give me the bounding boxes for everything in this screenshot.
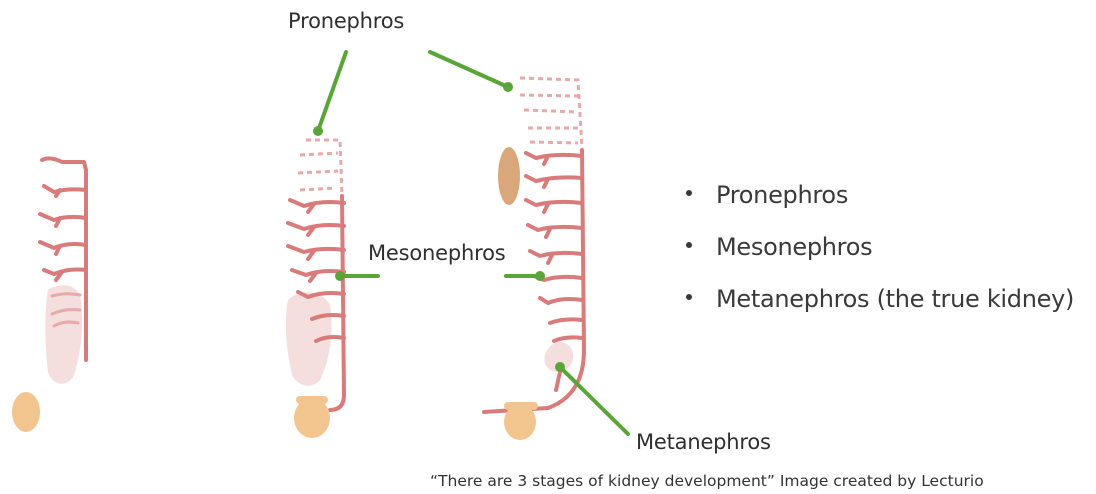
pronephros-pointer-left — [318, 52, 346, 131]
pointer-dots — [313, 82, 565, 372]
metanephros-label: Metanephros — [636, 430, 771, 454]
stage-3-dashed-pronephros-remnant — [520, 78, 582, 148]
metanephros-dot — [555, 362, 565, 372]
pronephros-pointer-right — [430, 52, 508, 87]
legend-item-label: Mesonephros — [716, 233, 872, 261]
stage-2-nephric-duct — [330, 196, 344, 410]
stage-3-gonad — [498, 147, 520, 205]
metanephros-pointer — [560, 367, 628, 434]
pronephros-dot-stage-3 — [503, 82, 513, 92]
image-caption: “There are 3 stages of kidney developmen… — [430, 472, 984, 490]
legend-item-metanephros: Metanephros (the true kidney) — [686, 282, 1074, 334]
legend-item-pronephros: Pronephros — [686, 178, 1074, 230]
stage-3-tubules — [526, 153, 582, 341]
stage-3-ureteric-bud — [556, 372, 560, 390]
bullet-icon — [686, 294, 692, 300]
legend-list: Pronephros Mesonephros Metanephros (the … — [686, 178, 1074, 334]
stage-1-tissue-blob — [45, 285, 82, 384]
mesonephros-label: Mesonephros — [368, 241, 505, 265]
stage-3-nephric-duct — [484, 150, 584, 412]
stage-2-illustration — [286, 140, 344, 438]
bullet-icon — [686, 242, 692, 248]
stage-1-illustration — [12, 158, 86, 432]
legend-item-label: Pronephros — [716, 181, 848, 209]
bullet-icon — [686, 190, 692, 196]
legend-item-label: Metanephros (the true kidney) — [716, 285, 1074, 313]
stage-1-tubules — [40, 186, 86, 280]
stage-2-dashed-pronephros-remnant — [298, 140, 342, 195]
mesonephros-dot-stage-2 — [335, 271, 345, 281]
mesonephros-dot-stage-3 — [535, 271, 545, 281]
legend-item-mesonephros: Mesonephros — [686, 230, 1074, 282]
pronephros-dot-stage-2 — [313, 126, 323, 136]
stage-1-bud — [12, 392, 40, 432]
pronephros-label: Pronephros — [288, 9, 404, 33]
